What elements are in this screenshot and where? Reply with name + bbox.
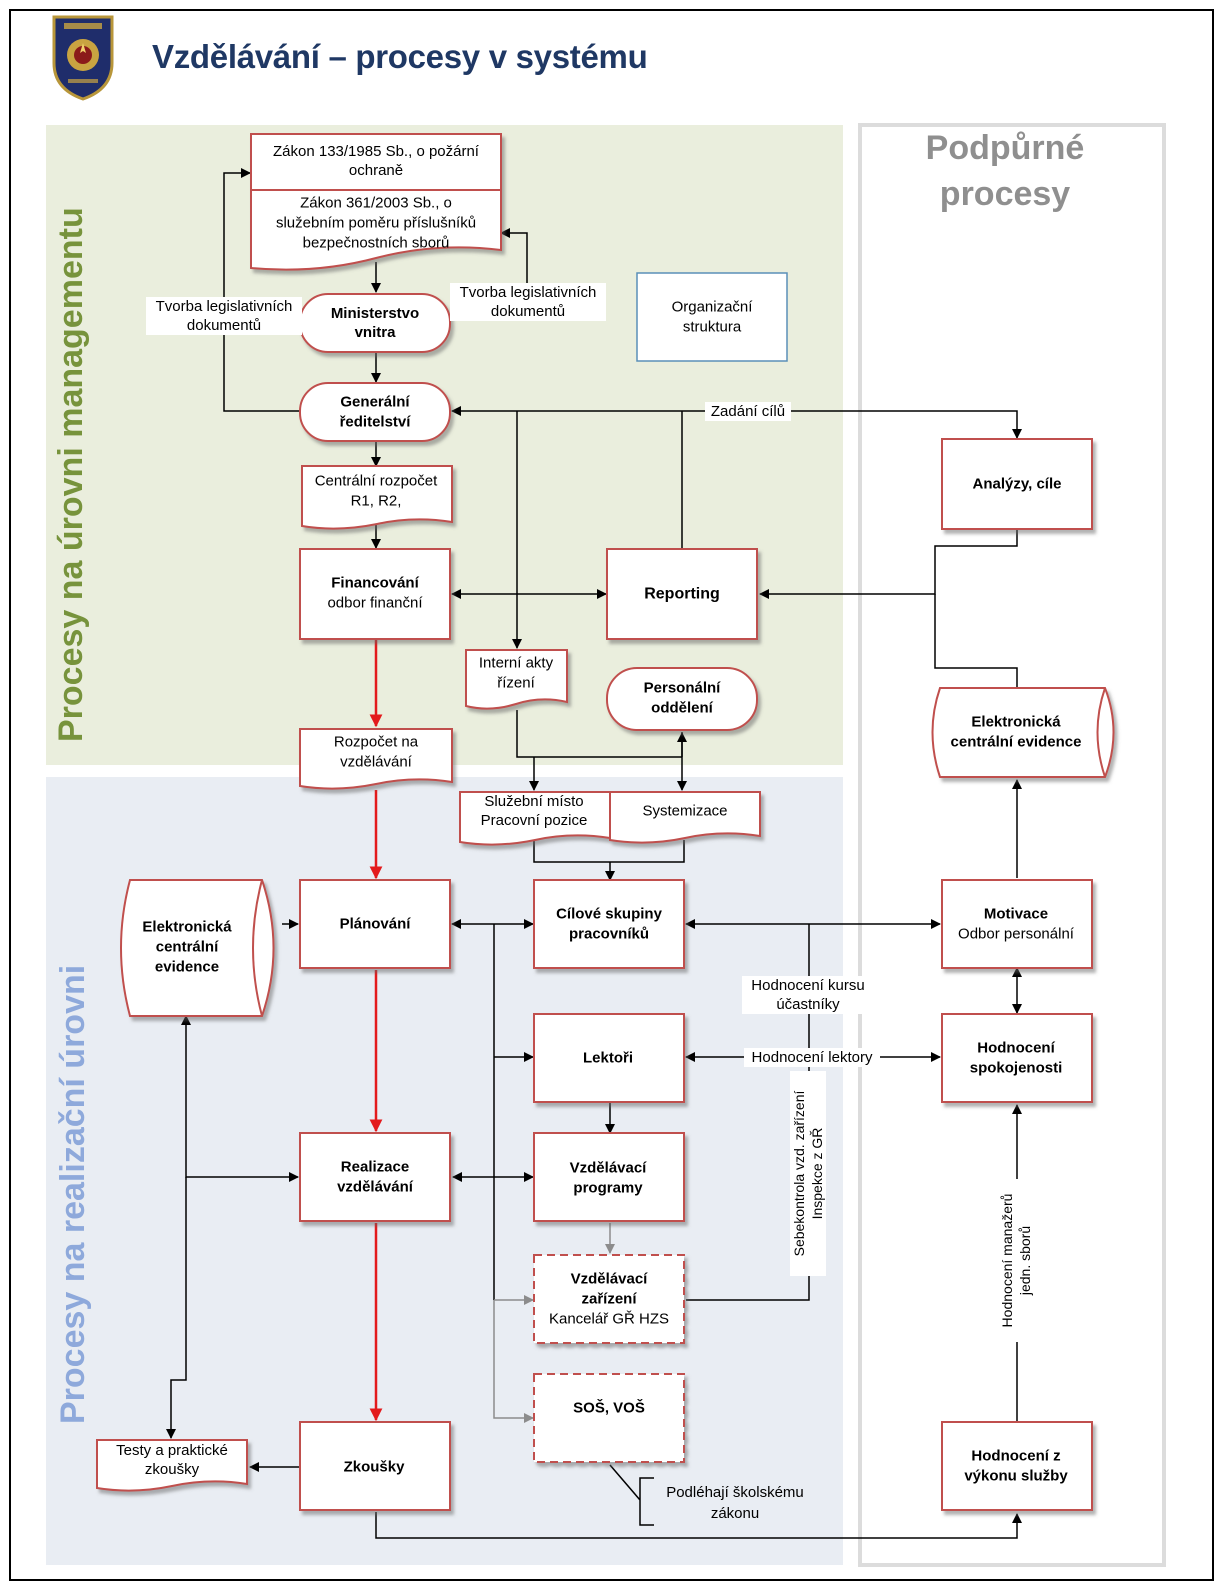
node-label-lektori: Lektoři: [583, 1049, 633, 1066]
edge-label-tvorba-right: Tvorba legislativních dokumentů: [450, 283, 606, 321]
edge-label-line: Sebekontrola vzd. zařízení: [791, 1090, 807, 1257]
edge-interni-to-systemizace: [516, 710, 682, 758]
node-hodnoceni-spokojenosti: [941, 1013, 1093, 1103]
node-label-planovani: Plánování: [340, 915, 412, 932]
edge-ece-to-reporting: [759, 530, 1018, 599]
node-label-reporting: Reporting: [644, 586, 720, 603]
edge-label-line: dokumentů: [186, 317, 262, 334]
node-rozpocet-vzdelavani: [299, 728, 453, 790]
node-planovani: [299, 879, 451, 969]
drum-curve-top: [1096, 687, 1106, 778]
node-zakon-361: [250, 189, 502, 271]
node-label-zkousky: Zkoušky: [344, 1458, 406, 1475]
node-systemizace: [609, 791, 761, 844]
node-realizace: [299, 1132, 451, 1222]
fire-rescue-emblem: [52, 15, 114, 101]
node-vzd-zarizeni: [533, 1254, 685, 1344]
edge-label-line: Tvorba legislativních: [459, 284, 597, 301]
edge-label-podlehaji: Podléhají školskému zákonu: [655, 1482, 815, 1524]
edge-ece-to-analyzy: [934, 594, 1018, 688]
drum-curve-left: [252, 879, 263, 1017]
node-analyzy: [941, 438, 1093, 530]
lane-label-realization: Procesy na realizační úrovni: [54, 964, 92, 1424]
edge-label-line: Inspekce z GŘ: [809, 1127, 825, 1220]
node-zkousky: [299, 1421, 451, 1511]
support-processes-title: Podpůrné procesy: [900, 125, 1110, 217]
node-financovani: [299, 548, 451, 640]
node-generalni: [299, 382, 451, 442]
node-centralni-rozpocet: [301, 465, 453, 530]
edge-zadani-cilu: [451, 406, 1022, 439]
page-title: Vzdělávání – procesy v systému: [152, 38, 648, 75]
support-title-line: Podpůrné: [925, 129, 1085, 167]
node-personalni: [606, 667, 758, 731]
node-label-sos-vos: SOŠ, VOŠ: [573, 1398, 645, 1416]
edge-label-line: účastníky: [776, 996, 840, 1013]
support-lane-border: [858, 123, 1166, 1567]
edge-ece-to-testy: [166, 1177, 187, 1439]
node-testy: [96, 1439, 248, 1492]
edge-hub-to-sos: [493, 1300, 534, 1423]
node-lektori: [533, 1013, 685, 1103]
edge-label-line: Tvorba legislativních: [155, 298, 293, 315]
node-label-systemizace: Systemizace: [642, 802, 727, 819]
edge-label-line: Podléhají školskému: [666, 1484, 804, 1501]
node-interni-akty: [465, 649, 568, 710]
support-title-line: procesy: [939, 175, 1071, 213]
edge-zkousky-to-vykon: [375, 1512, 1022, 1539]
edge-gr-to-zakon: [223, 168, 300, 412]
node-motivace: [941, 879, 1093, 969]
lane-label-management: Procesy na úrovni managementu: [52, 207, 90, 742]
node-vzd-programy: [533, 1132, 685, 1222]
edge-label-hodnoceni-lektory: Hodnocení lektory: [744, 1048, 880, 1067]
edge-label-line: jedn. sborů: [1017, 1225, 1033, 1296]
edge-label-hodnoceni-kursu: Hodnocení kursu účastníky: [742, 976, 874, 1014]
edge-label-sebekontrola: Sebekontrola vzd. zařízení Inspekce z GŘ: [790, 1071, 826, 1276]
node-sos-vos: [533, 1373, 685, 1463]
node-reporting: [606, 548, 758, 640]
node-hodnoceni-vykonu: [941, 1421, 1093, 1511]
edge-label-line: dokumentů: [490, 303, 566, 320]
edge-label-zadani-cilu: Zadání cílů: [705, 402, 791, 421]
edge-podlehaji-callout: [609, 1464, 654, 1526]
edge-label-tvorba-left: Tvorba legislativních dokumentů: [146, 297, 302, 335]
edge-label-line: zákonu: [710, 1505, 760, 1522]
edge-label-line: Hodnocení kursu: [751, 977, 865, 994]
node-organizacni: [636, 272, 788, 362]
node-label-analyzy: Analýzy, cíle: [973, 475, 1062, 492]
edge-label-hodnoceni-manazeru: Hodnocení manažerů jedn. sborů: [998, 1179, 1034, 1342]
page-frame: [9, 9, 1214, 1581]
edge-positions-to-cilove: [533, 840, 685, 880]
node-sluzebni-misto: [459, 791, 611, 846]
node-cilove: [533, 879, 685, 969]
edge-label-line: Hodnocení manažerů: [999, 1193, 1015, 1328]
